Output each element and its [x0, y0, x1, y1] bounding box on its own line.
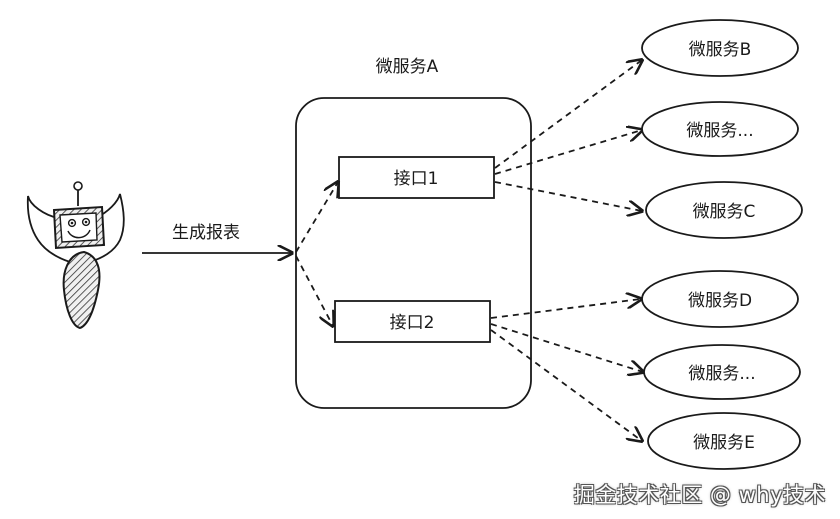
- interface-1-box: 接口1: [338, 156, 495, 199]
- service-more-1-node: 微服务...: [641, 101, 799, 157]
- action-label: 生成报表: [172, 223, 240, 243]
- watermark: 掘金技术社区 @ why技术: [573, 483, 826, 507]
- service-d-label: 微服务D: [688, 291, 752, 311]
- robot-icon: [26, 181, 125, 330]
- interface-2-box: 接口2: [334, 300, 491, 343]
- microservice-a-container: [295, 97, 532, 409]
- service-c-node: 微服务C: [645, 181, 803, 239]
- service-more-2-node: 微服务...: [643, 344, 801, 400]
- service-c-label: 微服务C: [693, 202, 756, 222]
- internal-dashed-arrows: [295, 182, 338, 326]
- service-b-node: 微服务B: [641, 19, 799, 77]
- interface-1-label: 接口1: [394, 169, 439, 189]
- interface-1-dashed-arrows: [494, 60, 642, 211]
- container-title: 微服务A: [376, 57, 439, 77]
- interface-2-dashed-arrows: [490, 299, 643, 441]
- interface-2-label: 接口2: [390, 313, 435, 333]
- service-more-2-label: 微服务...: [688, 364, 755, 384]
- service-d-node: 微服务D: [641, 270, 799, 328]
- service-more-1-label: 微服务...: [686, 121, 753, 141]
- service-e-label: 微服务E: [693, 433, 755, 453]
- service-e-node: 微服务E: [647, 412, 801, 470]
- service-b-label: 微服务B: [689, 40, 752, 60]
